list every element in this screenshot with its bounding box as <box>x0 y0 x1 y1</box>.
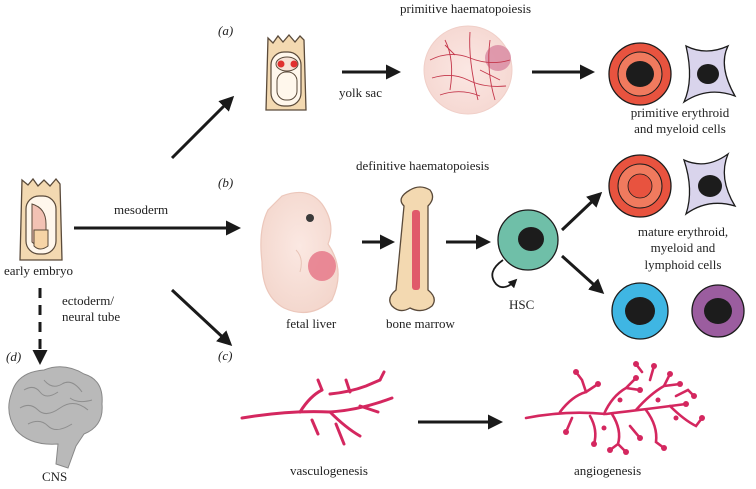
hsc-cell <box>491 209 559 289</box>
angiogenesis-label: angiogenesis <box>574 463 642 478</box>
ectoderm-label-2: neural tube <box>62 309 121 324</box>
mature-cells-label-1: mature erythroid, <box>637 224 729 239</box>
angiogenesis-vessel <box>524 362 704 454</box>
yolk-sac-label: yolk sac <box>339 85 382 100</box>
mature-myeloid-cell <box>682 152 737 216</box>
mature-erythroid-cell <box>608 154 672 218</box>
vasculogenesis-label: vasculogenesis <box>290 463 368 478</box>
arrow-hsc-to-lymphoid <box>560 254 605 295</box>
primitive-cells-label-2: and myeloid cells <box>634 121 726 136</box>
early-embryo-illustration <box>19 177 63 261</box>
lymphoid-cell-blue <box>611 282 669 340</box>
primitive-erythroid-cell <box>608 42 672 106</box>
bone-marrow-label: bone marrow <box>386 316 455 331</box>
arrow-embryo-to-vessels <box>170 288 233 347</box>
primitive-myeloid-cell <box>682 44 737 104</box>
panel-label-d: (d) <box>6 349 22 364</box>
arrow-hsc-to-mature <box>560 191 603 232</box>
hsc-label: HSC <box>509 297 535 312</box>
mesoderm-label: mesoderm <box>114 202 169 217</box>
arrow-embryo-to-yolk-sac <box>170 95 235 160</box>
bone-illustration <box>389 186 435 312</box>
fetus-illustration <box>260 191 339 314</box>
vasculogenesis-vessel <box>240 370 394 446</box>
panel-label-a: (a) <box>218 23 234 38</box>
brain-illustration <box>8 366 103 469</box>
fetal-liver-label: fetal liver <box>286 316 337 331</box>
cns-label: CNS <box>42 469 68 484</box>
panel-label-b: (b) <box>218 175 234 190</box>
primitive-haematopoiesis-title: primitive haematopoiesis <box>400 1 532 16</box>
lymphoid-cell-purple <box>691 284 745 338</box>
panel-label-c: (c) <box>218 348 233 363</box>
mature-cells-label-3: lymphoid cells <box>644 257 722 272</box>
angiogenesis-sprouts <box>563 361 705 455</box>
mature-cells-label-2: myeloid and <box>650 240 716 255</box>
ectoderm-label-1: ectoderm/ <box>62 293 114 308</box>
yolk-sac-embryo-illustration <box>265 34 307 111</box>
primitive-cells-label-1: primitive erythroid <box>630 105 730 120</box>
definitive-haematopoiesis-title: definitive haematopoiesis <box>356 158 490 173</box>
early-embryo-label: early embryo <box>4 263 73 278</box>
yolk-sac-vessels <box>423 25 513 115</box>
